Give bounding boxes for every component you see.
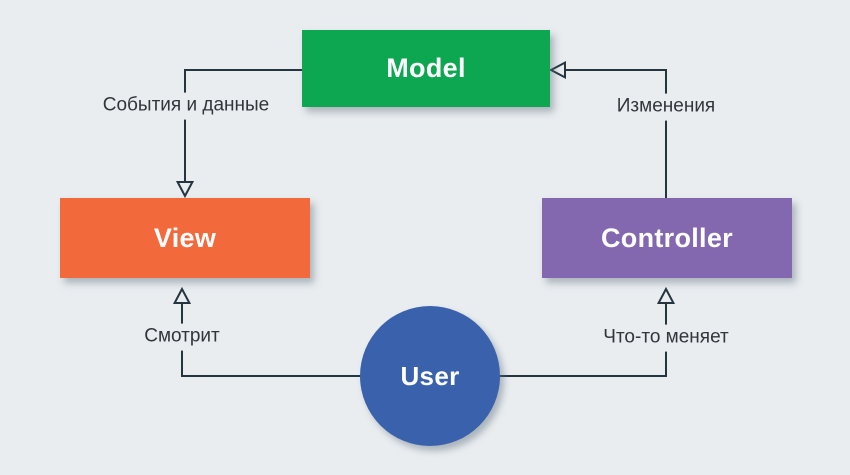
node-user: User (360, 306, 500, 446)
edge-label-events-and-data: События и данные (95, 92, 277, 120)
node-controller: Controller (542, 198, 792, 278)
edge-label-changes-something: Что-то меняет (596, 324, 736, 352)
arrowhead-left-into-model (548, 60, 566, 80)
edge-model-to-view-line (184, 69, 306, 182)
arrowhead-up-into-controller (656, 286, 676, 304)
node-view: View (60, 198, 310, 278)
edge-controller-to-model-line (565, 69, 667, 200)
node-controller-label: Controller (600, 222, 733, 253)
node-model-label: Model (386, 53, 466, 83)
arrowhead-up-into-view (172, 286, 192, 304)
node-user-label: User (400, 360, 460, 391)
edge-label-changes: Изменения (609, 93, 723, 121)
node-view-label: View (153, 222, 217, 253)
node-model: Model (302, 30, 550, 107)
arrowhead-down-into-view (175, 181, 195, 199)
edge-label-looks: Смотрит (137, 323, 227, 351)
